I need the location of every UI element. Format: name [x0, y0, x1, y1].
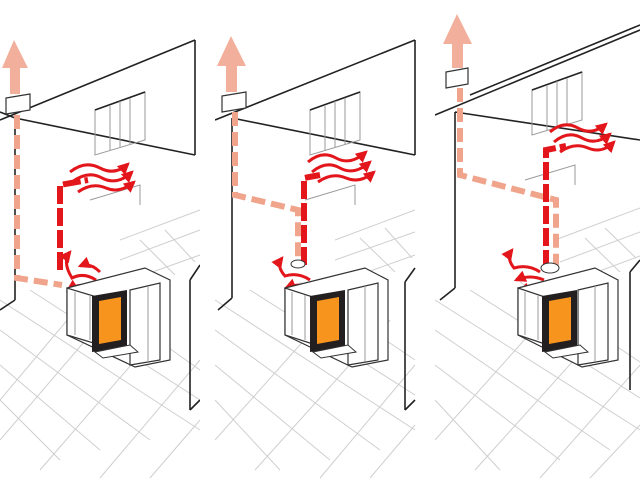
window-3 [524, 71, 583, 185]
chimney-cap-2 [221, 91, 247, 113]
wall-corner-2 [404, 267, 416, 411]
wall-corner-1 [189, 264, 201, 411]
duct-collar-2 [290, 259, 306, 269]
exhaust-arrow-2 [217, 36, 246, 92]
warm-air-outlet-arrows-2 [307, 150, 376, 184]
panel-gap-1 [200, 0, 215, 480]
panel-gap-2 [420, 0, 435, 480]
fireplace-1 [66, 267, 171, 368]
duct-collar-3 [540, 262, 560, 274]
fire-2 [317, 297, 339, 344]
warm-air-duct-3 [543, 143, 567, 268]
fire-3 [549, 297, 571, 344]
wall-corner-3 [629, 259, 640, 390]
warm-air-outlet-arrows-1 [69, 162, 136, 194]
fire-1 [99, 297, 121, 344]
wall-outline-2 [214, 39, 416, 311]
panel-2 [214, 36, 416, 479]
wall-outline-3 [434, 24, 640, 301]
window-1 [89, 91, 146, 205]
exhaust-duct-2 [232, 112, 301, 262]
warm-air-outlet-arrows-3 [549, 122, 616, 154]
window-2 [304, 91, 361, 205]
fireplace-2 [284, 259, 389, 368]
exhaust-arrow-1 [2, 40, 28, 94]
exhaust-arrow-3 [443, 14, 472, 68]
chimney-cap-3 [445, 67, 469, 89]
panel-1 [0, 39, 201, 479]
warm-air-duct-2 [301, 172, 321, 265]
exhaust-duct-1 [14, 115, 63, 288]
panel-3 [434, 14, 640, 479]
warm-air-duct-1 [57, 177, 89, 270]
exhaust-duct-3 [457, 88, 559, 265]
chimney-cap-1 [5, 93, 31, 115]
fireplace-3 [517, 262, 619, 368]
